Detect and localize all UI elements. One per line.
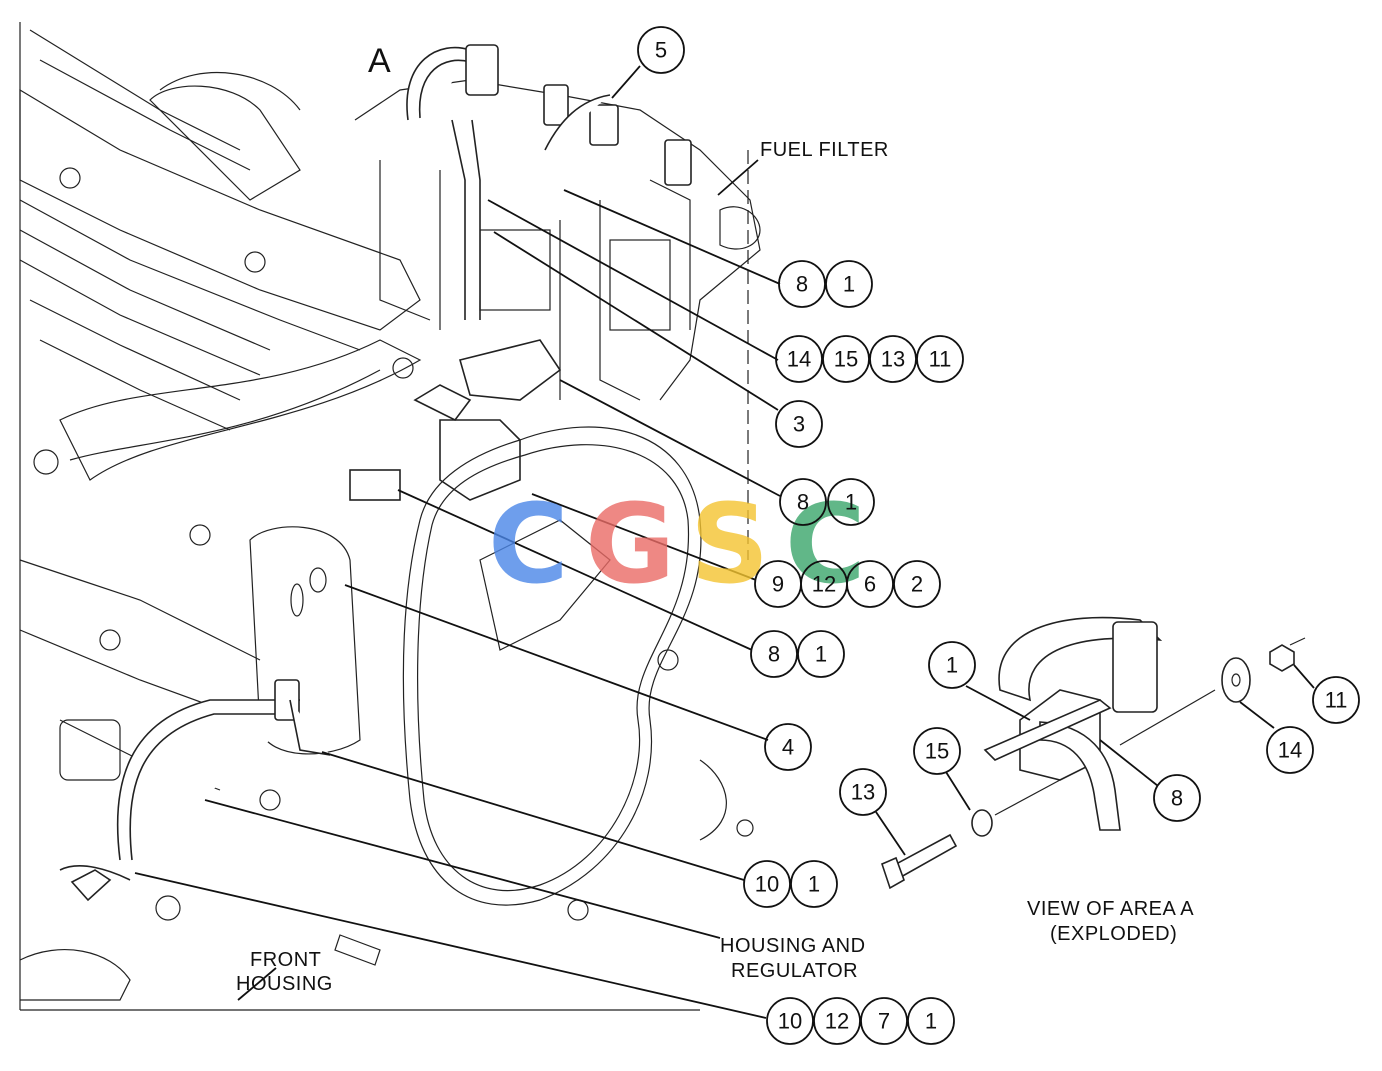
callout-number: 8 (796, 272, 808, 297)
exploded-callouts: 1 15 13 8 14 11 (839, 641, 1360, 822)
callout-group-10-1: 10 1 (743, 860, 838, 908)
callout-number: 3 (793, 412, 805, 437)
callout-group-10-12-7-1: 10 12 7 1 (766, 997, 955, 1045)
exploded-callout-number: 14 (1278, 738, 1302, 763)
callout-number: 4 (782, 735, 794, 760)
watermark-letter-s: S (690, 480, 769, 608)
callout-number: 1 (843, 272, 855, 297)
watermark: C G S C (488, 480, 866, 608)
callout-circle (637, 26, 685, 74)
callout-number: 8 (768, 642, 780, 667)
exploded-callout-number: 1 (946, 653, 958, 678)
exploded-view-caption-line2: (EXPLODED) (1050, 923, 1177, 945)
front-housing-label-line2: HOUSING (236, 973, 333, 995)
housing-regulator-label-line1: HOUSING AND (720, 935, 866, 957)
front-housing-label-line1: FRONT (250, 949, 321, 971)
exploded-callout-number: 13 (851, 780, 875, 805)
exploded-view-a (881, 616, 1306, 890)
callout-number: 5 (655, 38, 667, 63)
callout-number: 14 (787, 347, 811, 372)
callout-number: 1 (845, 490, 857, 515)
callout-group-8-1-low: 8 1 (750, 630, 845, 678)
callout-number: 1 (808, 872, 820, 897)
callout-number: 11 (929, 347, 952, 372)
callout-number: 1 (815, 642, 827, 667)
callout-number: 1 (925, 1009, 937, 1034)
callout-group-4: 4 (764, 723, 812, 771)
exploded-callout-number: 8 (1171, 786, 1183, 811)
callout-number: 10 (778, 1009, 802, 1034)
callout-number: 12 (812, 572, 836, 597)
callout-number: 10 (755, 872, 779, 897)
exploded-callout-number: 11 (1325, 688, 1348, 713)
callout-group-9-12-6-2: 9 12 6 2 (754, 560, 941, 608)
watermark-letter-c1: C (488, 480, 569, 608)
callout-group-5: 5 (637, 26, 685, 74)
fuel-filter-label: FUEL FILTER (760, 139, 889, 161)
callout-number: 8 (797, 490, 809, 515)
callout-group-14-15-13-11: 14 15 13 11 (775, 335, 964, 383)
engine-illustration (19, 22, 761, 1011)
callout-number: 2 (911, 572, 923, 597)
callout-group-8-1-mid: 8 1 (779, 478, 875, 526)
callout-number: 9 (772, 572, 784, 597)
housing-regulator-label-line2: REGULATOR (731, 960, 858, 982)
exploded-view-caption-line1: VIEW OF AREA A (1027, 898, 1194, 920)
callout-number: 13 (881, 347, 905, 372)
callout-number: 7 (878, 1009, 890, 1034)
callout-number: 6 (864, 572, 876, 597)
area-a-marker: A (368, 42, 391, 80)
callout-group-8-1-top: 8 1 (778, 260, 873, 308)
callout-number: 15 (834, 347, 858, 372)
callout-number: 12 (825, 1009, 849, 1034)
watermark-letter-g: G (585, 480, 675, 608)
exploded-callout-number: 15 (925, 739, 949, 764)
leader-lines (134, 65, 1315, 1019)
callout-group-3: 3 (775, 400, 823, 448)
